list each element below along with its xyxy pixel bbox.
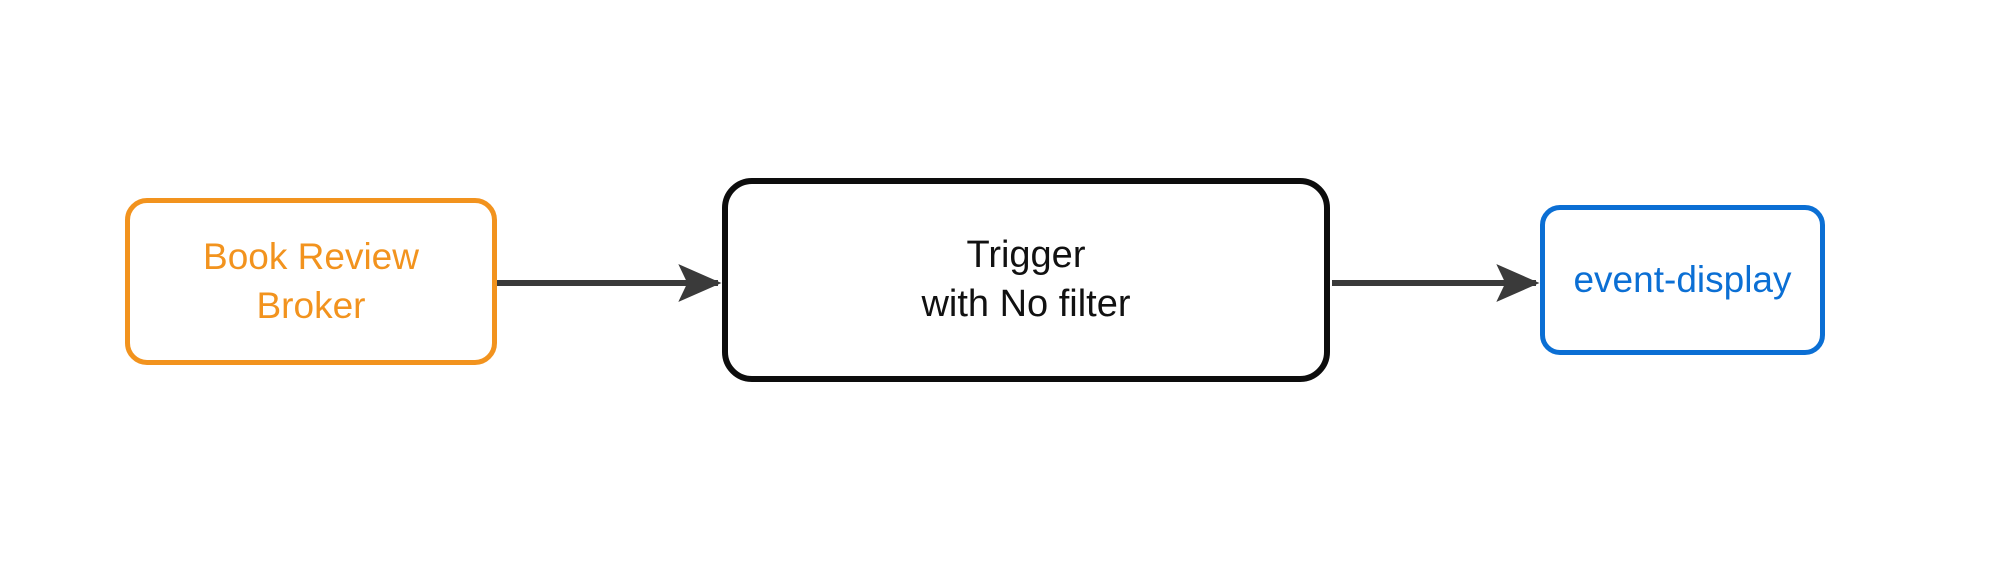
node-book-review-broker[interactable]: Book Review Broker xyxy=(125,198,497,365)
node-trigger-label: Trigger with No filter xyxy=(921,233,1131,325)
node-event-display[interactable]: event-display xyxy=(1540,205,1825,355)
node-trigger[interactable]: Trigger with No filter xyxy=(722,178,1330,382)
node-event-display-label: event-display xyxy=(1573,258,1792,300)
node-book-review-broker-label: Book Review Broker xyxy=(203,236,419,326)
